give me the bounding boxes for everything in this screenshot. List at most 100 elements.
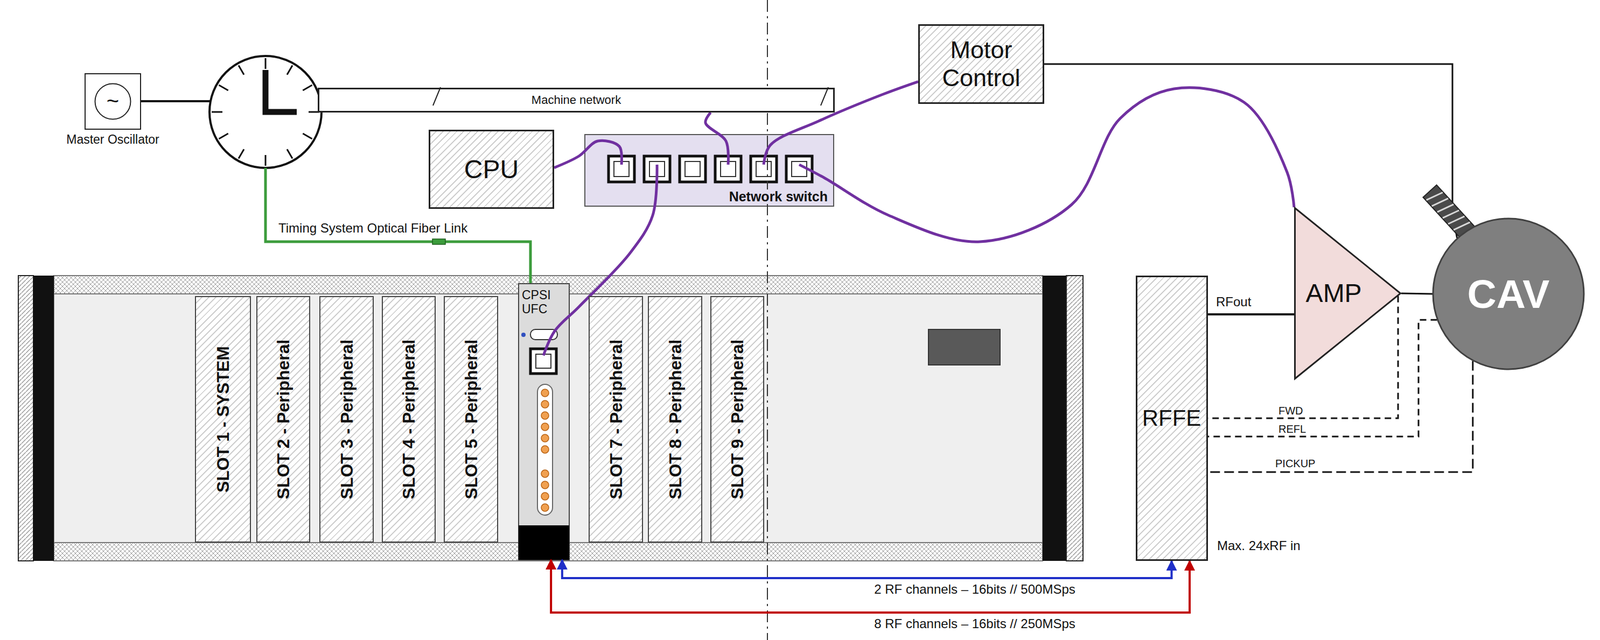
node-label: SLOT 7 - Peripheral (607, 339, 625, 500)
connector-label: 2 RF channels – 16bits // 500MSps (872, 582, 1077, 597)
cpu-box: CPU (428, 129, 555, 209)
clock-tick (264, 155, 267, 166)
network-cable (554, 140, 622, 168)
oscillator-box: ~Master Oscillator (84, 73, 142, 130)
fiber-connector (432, 239, 446, 245)
connector-label: 8 RF channels – 16bits // 250MSps (872, 617, 1077, 632)
crate (18, 275, 1084, 562)
connector-label: FWD (1277, 404, 1305, 417)
signal-connector (1207, 313, 1295, 316)
port-socket (791, 161, 807, 177)
switch-body (584, 134, 834, 207)
node-label: Network switch (727, 189, 830, 205)
ufc-panel (518, 283, 570, 561)
annotation-label: Timing System Optical Fiber Link (277, 220, 469, 236)
slot-card: SLOT 4 - Peripheral (381, 296, 436, 543)
clock-hands (265, 70, 297, 113)
clock-tick (238, 65, 244, 75)
port-socket (685, 161, 701, 177)
network-cable (799, 87, 1295, 242)
node-label: AMP (1305, 280, 1362, 307)
node-heading: Master Oscillator (66, 133, 160, 147)
clock-tick (218, 85, 228, 91)
signal-connector (1044, 64, 1458, 239)
connector-label: RFout (1214, 295, 1253, 310)
slot-card: SLOT 8 - Peripheral (647, 296, 703, 543)
connector-pin (541, 434, 549, 443)
clock-tick (287, 149, 293, 159)
connector-pin (541, 389, 549, 397)
node-label: SLOT 2 - Peripheral (274, 339, 292, 500)
port-socket (535, 354, 551, 369)
annotation-label: Max. 24xRF in (1216, 538, 1302, 554)
break-mark (820, 87, 829, 106)
clock-tick (238, 149, 244, 159)
oscillator-outline (85, 73, 141, 130)
node-label: RFFE (1142, 405, 1202, 432)
node-label: CPU (464, 154, 519, 185)
ufc-card: CPSI UFC (518, 283, 570, 561)
rffe-box: RFFE (1135, 275, 1208, 562)
node-label: CAV (1467, 274, 1550, 315)
motor-control-box: Motor Control (918, 24, 1045, 104)
node-label: SLOT 1 - SYSTEM (214, 346, 232, 493)
connector-pin (541, 423, 549, 431)
signal-connector (550, 560, 1190, 613)
slot-card: SLOT 9 - Peripheral (710, 296, 765, 543)
connector-pin (541, 504, 549, 512)
clock-tick (211, 111, 223, 114)
connector-label: PICKUP (1274, 457, 1317, 470)
crate-end (18, 275, 34, 562)
signal-connector (1401, 293, 1433, 295)
node-label: SLOT 8 - Peripheral (666, 339, 684, 500)
amplifier-triangle-outline (1295, 208, 1401, 380)
connector-pin (541, 492, 549, 501)
slot-card: SLOT 7 - Peripheral (588, 296, 644, 543)
oscillator-circle (95, 84, 131, 120)
amplifier-triangle: AMP (1294, 207, 1402, 380)
connector-pin (541, 470, 549, 478)
node-label: SLOT 5 - Peripheral (462, 339, 480, 500)
connector-pin (541, 481, 549, 489)
break-mark (432, 87, 441, 106)
oscillator-wire (141, 100, 212, 103)
cavity-outline (1433, 218, 1584, 370)
ufc-led (521, 332, 526, 338)
slot-card: SLOT 2 - Peripheral (256, 296, 311, 543)
slot-card: SLOT 1 - SYSTEM (194, 296, 251, 543)
clock-tick (264, 58, 267, 69)
slot-card: SLOT 5 - Peripheral (443, 296, 499, 543)
ethernet-port (679, 156, 706, 183)
clock-face (209, 56, 322, 169)
crate-end (1042, 275, 1067, 562)
connector-pin (541, 411, 549, 420)
ufc-base (518, 525, 570, 561)
cavity-circle: CAV (1431, 217, 1585, 371)
node-label: Motor Control (930, 36, 1033, 93)
crate-panel (53, 294, 1043, 543)
timing-clock (141, 56, 322, 169)
signal-connector (1207, 360, 1473, 473)
clock-tick (302, 85, 312, 91)
network-switch: Network switch (584, 134, 834, 207)
ufc-connector (537, 384, 553, 516)
crate-end (33, 275, 54, 562)
network-band: Machine network (317, 87, 835, 113)
connector-pin (541, 445, 549, 454)
node-label: ~ (106, 88, 120, 113)
slot-card: SLOT 3 - Peripheral (319, 296, 374, 543)
crate-display (928, 329, 1001, 366)
clock-tick (218, 133, 228, 139)
node-label: CPSI UFC (521, 288, 556, 317)
node-label: Machine network (528, 94, 625, 107)
signal-connector (562, 560, 1172, 579)
network-cable (705, 112, 729, 165)
clock-tick (302, 133, 312, 139)
node-label: SLOT 9 - Peripheral (728, 339, 746, 500)
crate-end (1066, 275, 1084, 562)
node-label: SLOT 4 - Peripheral (400, 339, 418, 500)
connector-pin (541, 400, 549, 409)
node-label: SLOT 3 - Peripheral (338, 339, 356, 500)
clock-tick (287, 65, 293, 75)
